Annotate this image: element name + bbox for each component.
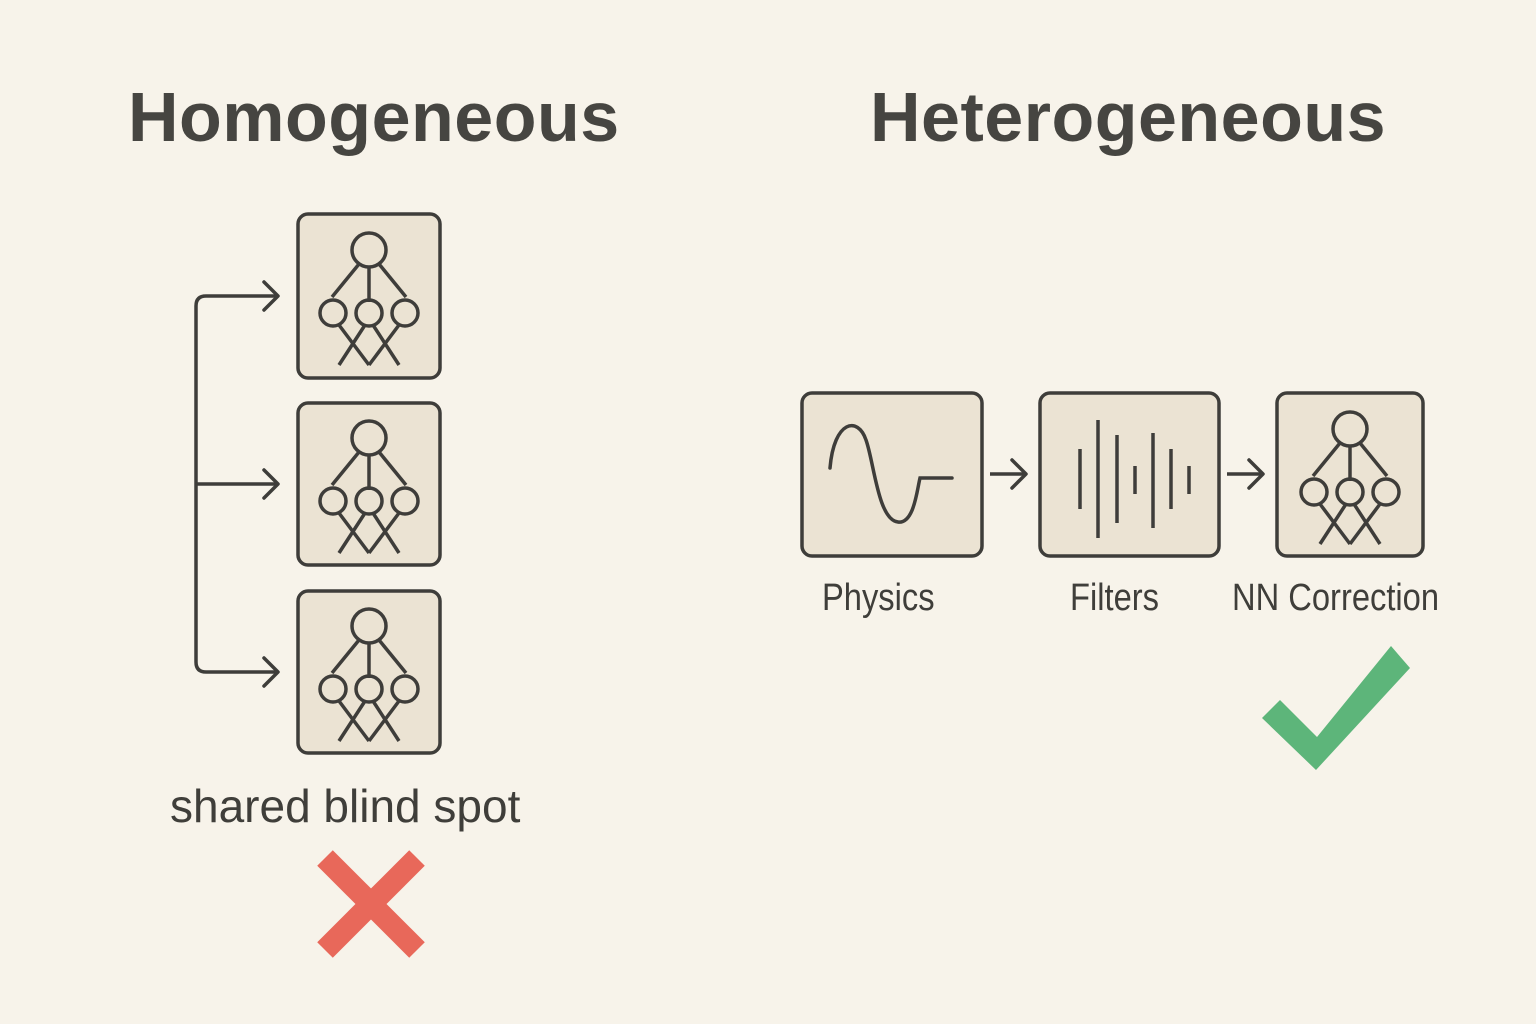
model-box-2: [296, 401, 442, 567]
sine-wave-icon: [828, 423, 954, 524]
shared-blind-spot-caption: shared blind spot: [170, 780, 521, 832]
heterogeneous-title: Heterogeneous: [870, 78, 1387, 156]
stage-label-nn-correction: NN Correction: [1232, 577, 1440, 619]
nn-correction-box: [1275, 391, 1425, 558]
arrow-physics-to-filters: [990, 458, 1028, 490]
green-check-icon: [1262, 646, 1410, 770]
homogeneous-title: Homogeneous: [128, 78, 620, 156]
filter-bars-icon: [1078, 420, 1191, 538]
branch-connector: [194, 280, 280, 688]
stage-label-filters: Filters: [1070, 577, 1159, 619]
model-box-3: [296, 589, 442, 755]
physics-box: [800, 391, 984, 558]
filters-box: [1038, 391, 1221, 558]
arrow-filters-to-nn: [1227, 458, 1265, 490]
red-x-icon: [317, 850, 425, 958]
stage-label-physics: Physics: [822, 577, 935, 619]
model-box-1: [296, 212, 442, 380]
